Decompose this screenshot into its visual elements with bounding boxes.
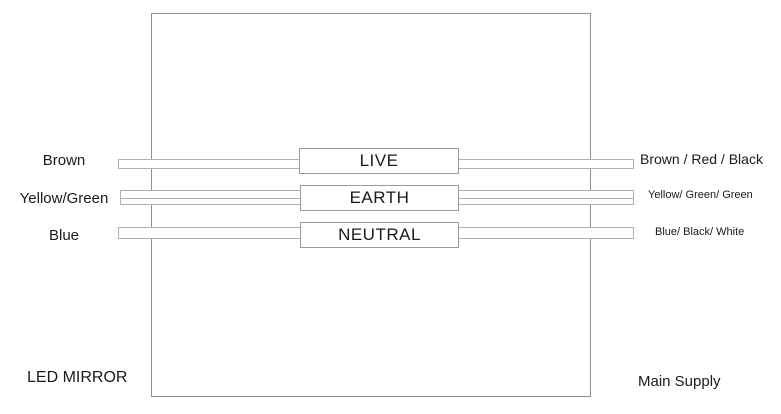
wire-left-label-neutral: Blue [48, 227, 80, 244]
wire-right-label-neutral: Blue/ Black/ White [655, 226, 745, 238]
wire-right-label-live: Brown / Red / Black [640, 151, 763, 167]
device-enclosure-box [151, 13, 591, 397]
main-supply-label: Main Supply [638, 373, 721, 390]
wire-left-label-earth: Yellow/Green [19, 190, 109, 207]
terminal-box-neutral: NEUTRAL [300, 222, 459, 248]
wire-left-label-live: Brown [42, 152, 86, 169]
device-label: LED MIRROR [27, 369, 128, 386]
wire-right-label-earth: Yellow/ Green/ Green [648, 189, 753, 201]
terminal-box-earth: EARTH [300, 185, 459, 211]
terminal-box-live: LIVE [299, 148, 459, 174]
